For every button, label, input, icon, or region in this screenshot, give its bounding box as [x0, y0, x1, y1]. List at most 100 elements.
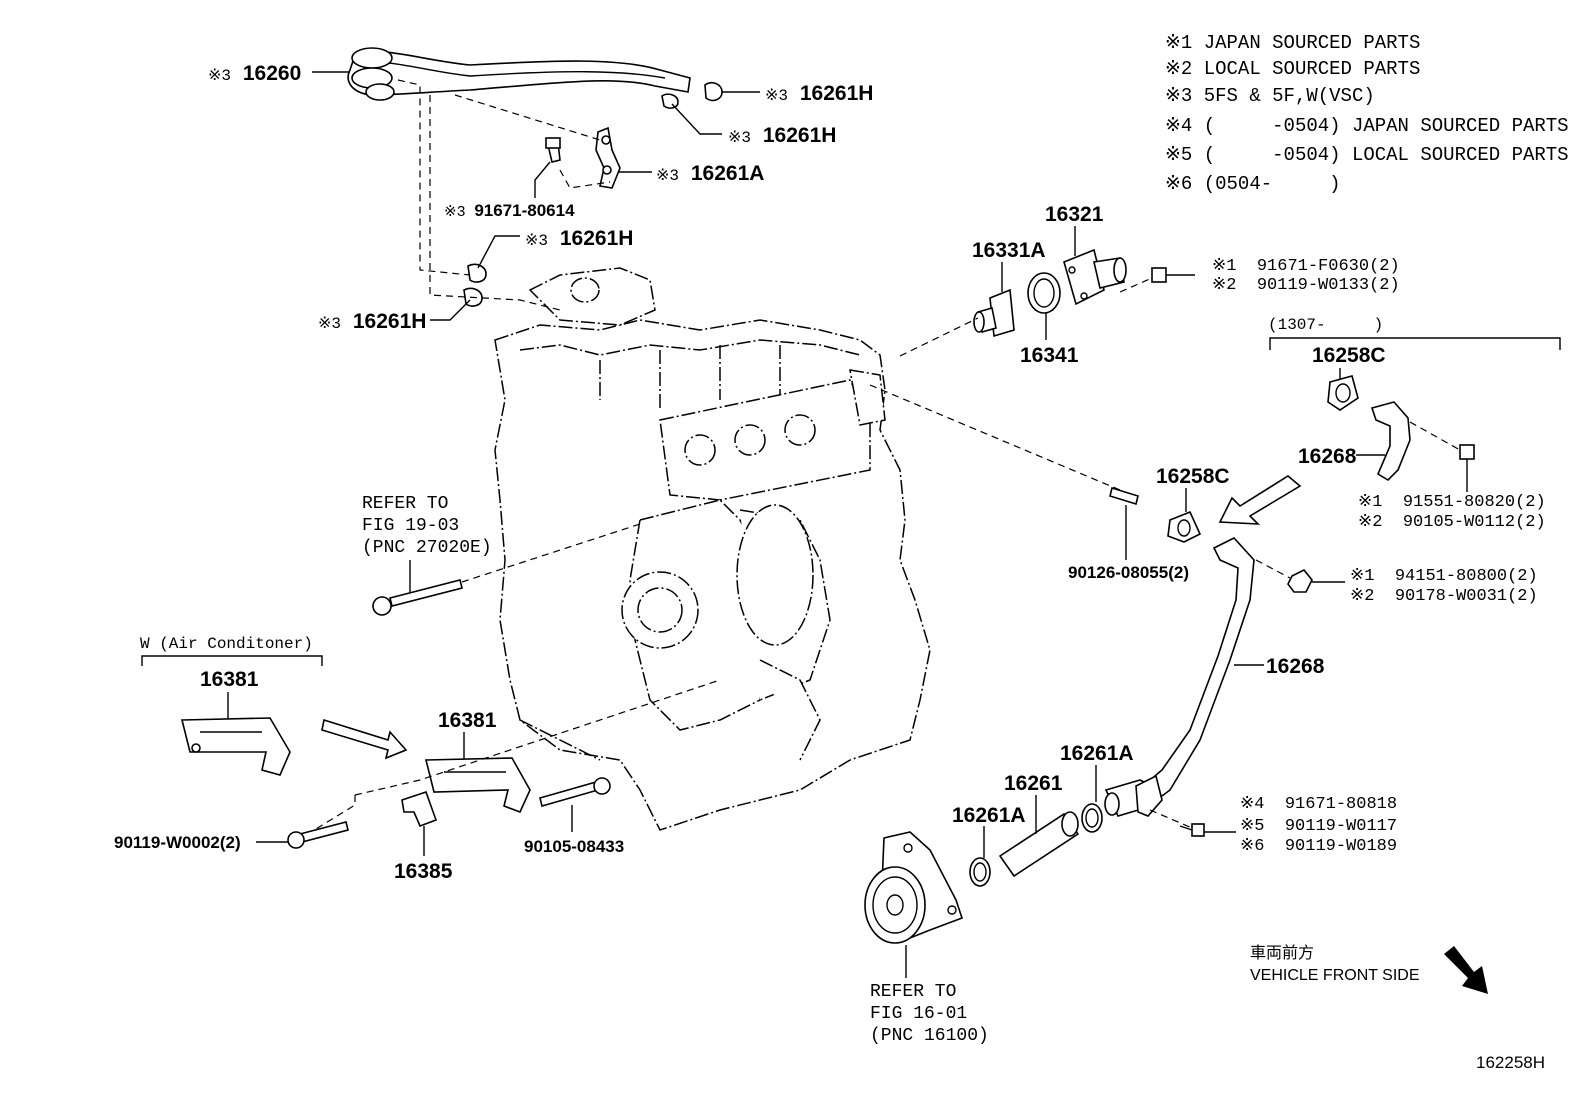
front-label-jp: 車両前方 — [1250, 943, 1314, 962]
water-inlet-16321 — [1063, 248, 1127, 306]
clamp-16261A-right — [1081, 803, 1103, 833]
note-5: ※5 ( -0504) LOCAL SOURCED PARTS — [1165, 144, 1569, 166]
note-3: ※3 5FS & 5F,W(VSC) — [1165, 85, 1375, 107]
engine-block — [494, 267, 931, 831]
label-16381-b: 16381 — [438, 709, 497, 732]
direction-arrow-upper — [1218, 475, 1302, 525]
label-16341: 16341 — [1020, 344, 1079, 367]
bracket-16385 — [401, 790, 438, 828]
label-refer-pump-1: REFER TO — [870, 982, 956, 1002]
label-16261: 16261 — [1004, 772, 1063, 795]
bolt-91671-80614 — [545, 137, 561, 163]
diagram-id: 162258H — [1476, 1053, 1545, 1072]
label-16261A-left: 16261A — [952, 804, 1026, 827]
route-line-hose-b — [429, 95, 561, 311]
pipe-16268 — [1104, 537, 1255, 817]
nut-pipe — [1287, 568, 1313, 593]
label-16321: 16321 — [1045, 203, 1104, 226]
long-bolt — [372, 579, 463, 616]
label-range-1307: (1307- ) — [1268, 316, 1383, 334]
hose-clip-top-right — [661, 82, 723, 109]
clamp-16261A-left — [969, 857, 991, 887]
front-label-en: VEHICLE FRONT SIDE — [1250, 967, 1420, 984]
hose-clips-left — [463, 263, 487, 307]
range-bracket-aircon — [141, 655, 323, 666]
label-16268-top: 16268 — [1298, 445, 1357, 468]
leader-16261H-c — [477, 235, 520, 269]
label-bolt-thermo-2: ※2 90119-W0133(2) — [1212, 276, 1400, 295]
label-16385: 16385 — [394, 860, 453, 883]
note-4: ※4 ( -0504) JAPAN SOURCED PARTS — [1165, 115, 1569, 137]
thermostat-16331A — [973, 288, 1015, 338]
gasket-16258C-top — [1327, 375, 1359, 411]
note-6: ※6 (0504- ) — [1165, 173, 1341, 195]
note-2: ※2 LOCAL SOURCED PARTS — [1165, 58, 1420, 80]
bracket-16381-b — [424, 757, 531, 814]
label-bolt-pipe-top-2: ※2 90105-W0112(2) — [1358, 513, 1546, 532]
hose-16261 — [998, 811, 1080, 878]
label-nut-pipe-1: ※1 94151-80800(2) — [1350, 567, 1538, 586]
mark-16260: ※3 — [208, 67, 231, 85]
label-16261H-c: ※3 16261H — [525, 227, 633, 250]
direction-arrow-lower — [321, 718, 408, 760]
route-line-hose-a — [397, 79, 471, 276]
pipe-16268-top — [1370, 401, 1411, 482]
bracket-16381-a — [180, 717, 291, 776]
label-16268-main: 16268 — [1266, 655, 1325, 678]
stud-90126-08055 — [1109, 486, 1139, 506]
bolt-90119-w0002 — [287, 821, 349, 849]
label-16261H-b: ※3 16261H — [728, 124, 836, 147]
route-line-bracket — [454, 94, 601, 141]
leader-91671-80614 — [534, 161, 551, 198]
leader-16261H-d — [430, 299, 471, 321]
route-line-aircon-bolt — [297, 795, 356, 841]
bolt-thermostat — [1151, 267, 1195, 283]
label-bolt-thermo-1: ※1 91671-F0630(2) — [1212, 257, 1400, 276]
route-line-long-bolt — [461, 523, 641, 583]
label-refer-bolt-1: REFER TO — [362, 494, 448, 514]
label-refer-pump-3: (PNC 16100) — [870, 1026, 989, 1046]
gasket-16341 — [1027, 272, 1061, 314]
leader-16261H-b — [671, 103, 722, 135]
label-refer-bolt-3: (PNC 27020E) — [362, 538, 492, 558]
label-nut-pipe-2: ※2 90178-W0031(2) — [1350, 587, 1538, 606]
label-16261H-d: ※3 16261H — [318, 310, 426, 333]
route-line-nut — [1255, 559, 1291, 579]
label-bolt-clip-2: ※5 90119-W0117 — [1240, 817, 1397, 836]
route-line-thermostat — [899, 317, 979, 357]
front-arrow-icon — [1444, 946, 1488, 994]
bolt-90105-08433 — [539, 777, 611, 807]
label-16261H-a: ※3 16261H — [765, 82, 873, 105]
route-line-aircon — [354, 679, 721, 796]
label-16258C-top: 16258C — [1312, 344, 1386, 367]
label-91671-80614: ※3 91671-80614 — [444, 201, 575, 221]
route-line-pipe-top-bolt — [1409, 421, 1461, 451]
label-90105-08433: 90105-08433 — [524, 837, 624, 856]
label-16260: ※3 16260 — [208, 62, 301, 85]
bolt-clip — [1179, 823, 1205, 837]
route-line-stud — [869, 384, 1121, 491]
bolt-pipe-top — [1459, 444, 1475, 460]
label-bolt-clip-3: ※6 90119-W0189 — [1240, 837, 1397, 856]
label-90119-w0002: 90119-W0002(2) — [114, 833, 241, 852]
label-aircon: W (Air Conditoner) — [140, 635, 313, 653]
hose-16260 — [347, 47, 691, 101]
note-1: ※1 JAPAN SOURCED PARTS — [1165, 32, 1420, 54]
label-16381-a: 16381 — [200, 668, 259, 691]
water-pump — [864, 831, 964, 944]
label-refer-pump-2: FIG 16-01 — [870, 1004, 967, 1024]
label-bolt-pipe-top-1: ※1 91551-80820(2) — [1358, 493, 1546, 512]
route-line-thermo-bolt — [1119, 277, 1153, 293]
notes-legend: ※1 JAPAN SOURCED PARTS ※2 LOCAL SOURCED … — [1165, 32, 1569, 195]
gasket-16258C-mid — [1167, 510, 1202, 543]
route-line-bolt — [559, 169, 611, 189]
range-bracket-1307 — [1269, 337, 1561, 350]
route-line-clip-bolt — [1149, 809, 1193, 829]
label-bolt-clip-1: ※4 91671-80818 — [1240, 795, 1397, 814]
label-16261A-top: ※3 16261A — [656, 162, 764, 185]
label-16258C-mid: 16258C — [1156, 465, 1230, 488]
label-16331A: 16331A — [972, 239, 1046, 262]
bracket-16261A-top — [595, 126, 621, 189]
label-90126: 90126-08055(2) — [1068, 563, 1189, 582]
